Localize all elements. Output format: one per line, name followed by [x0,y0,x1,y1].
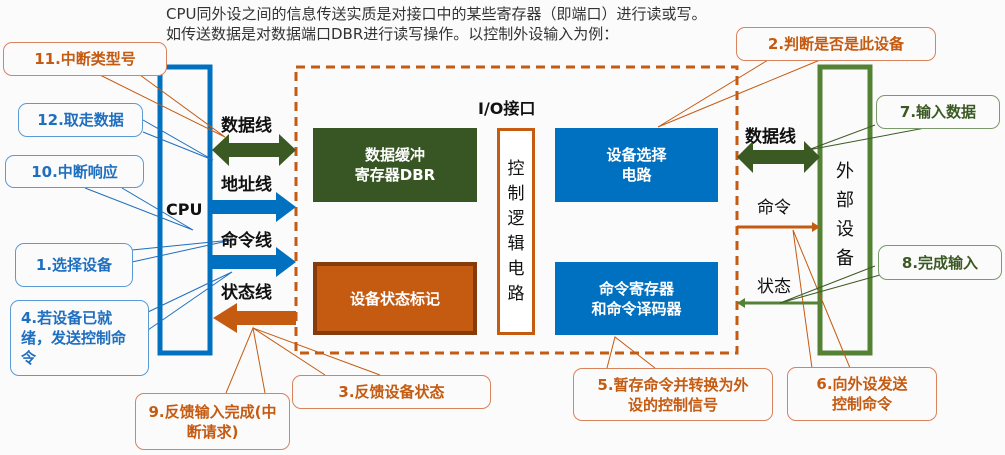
device-border [817,64,873,356]
intro-line-2: 如传送数据是对数据端口DBR进行读写操作。以控制外设输入为例： [166,25,619,43]
data-bus-label: 数据线 [221,116,272,136]
callout-2: 2.判断是否是此设备 [736,27,936,61]
callout-1: 1.选择设备 [15,243,133,287]
callout-7: 7.输入数据 [876,95,1000,129]
intro-line-1: CPU同外设之间的信息传送实质是对接口中的某些寄存器（即端口）进行读或写。 [166,5,707,23]
right-status-arrow [737,298,745,308]
command-register-decoder: 命令寄存器 和命令译码器 [555,262,718,335]
cpu-label: CPU [166,200,203,219]
callout-8: 8.完成输入 [878,245,1002,280]
dbr-register: 数据缓冲 寄存器DBR [313,128,477,202]
device-status-flag: 设备状态标记 [313,262,477,335]
callout-4: 4.若设备已就绪，发送控制命令 [10,300,149,376]
right-status-label: 状态 [757,277,791,297]
callout-12: 12.取走数据 [18,103,143,137]
control-logic-circuit: 控制逻辑电路 [497,128,535,335]
io-interface-border [294,65,739,355]
address-bus-label: 地址线 [221,175,272,195]
external-device-label: 外部设备 [836,161,854,269]
status-bus-label: 状态线 [221,283,272,303]
data-bus-arrow [212,134,296,166]
callout-11: 11.中断类型号 [3,42,167,76]
command-bus-arrow [210,247,296,277]
right-data-label: 数据线 [745,127,796,147]
io-interface-title: I/O接口 [478,99,536,118]
callout-3: 3.反馈设备状态 [292,375,491,409]
callout-5: 5.暂存命令并转换为外设的控制信号 [573,368,773,421]
callout-6: 6.向外设发送控制命令 [787,367,937,421]
right-data-arrow [737,141,820,173]
command-bus-label: 命令线 [221,231,272,251]
right-command-arrow [812,222,820,232]
status-bus-arrow [213,303,296,333]
callout-10: 10.中断响应 [5,155,144,188]
device-select-circuit: 设备选择 电路 [555,128,718,202]
address-bus-arrow [210,192,296,222]
right-command-label: 命令 [757,198,791,218]
callout-9: 9.反馈输入完成(中断请求) [135,393,290,450]
